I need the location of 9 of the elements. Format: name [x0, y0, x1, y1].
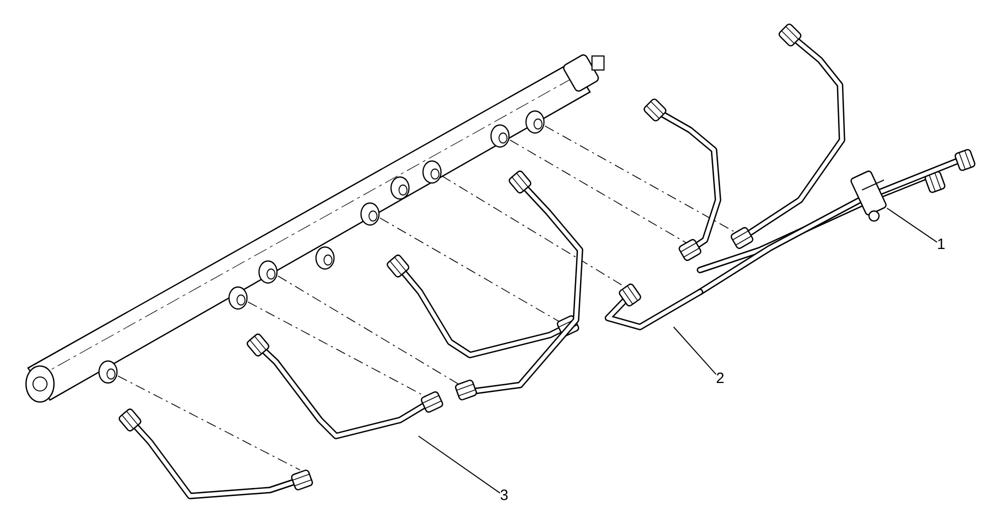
callout-number: 3 — [500, 488, 508, 504]
leader-line — [673, 326, 716, 375]
injector-pipe-drawing — [604, 282, 704, 330]
injector-pipe-drawing — [245, 332, 444, 440]
callout-number: 1 — [937, 237, 946, 253]
leader-line — [418, 436, 500, 494]
pipe-clamp-drawing — [849, 170, 888, 222]
leader-line — [886, 208, 938, 243]
callout-number: 2 — [716, 371, 724, 387]
